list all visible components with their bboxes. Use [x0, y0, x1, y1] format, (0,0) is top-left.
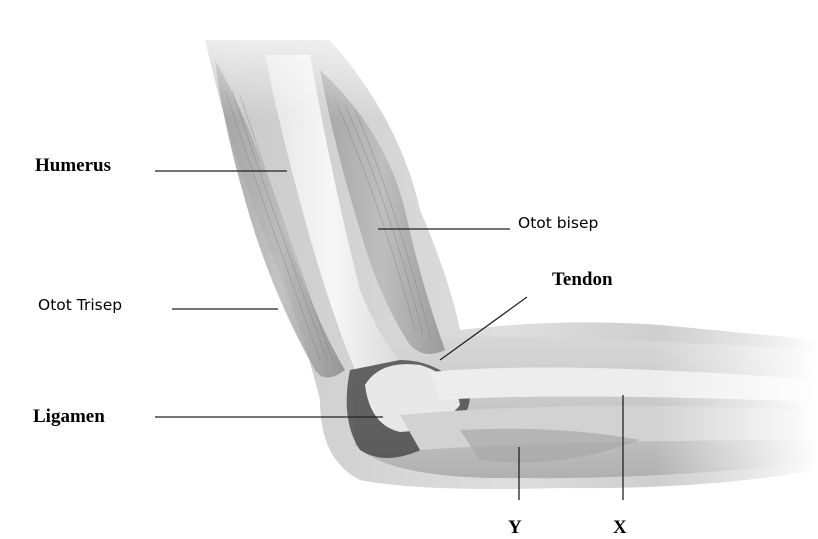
- otot-trisep-label: Otot Trisep: [38, 298, 122, 314]
- otot-bisep-label: Otot bisep: [518, 216, 598, 232]
- y-label: Y: [508, 518, 522, 537]
- humerus-label: Humerus: [35, 156, 111, 175]
- tendon-label: Tendon: [552, 270, 613, 289]
- x-label: X: [613, 518, 627, 537]
- ligamen-label: Ligamen: [33, 407, 105, 426]
